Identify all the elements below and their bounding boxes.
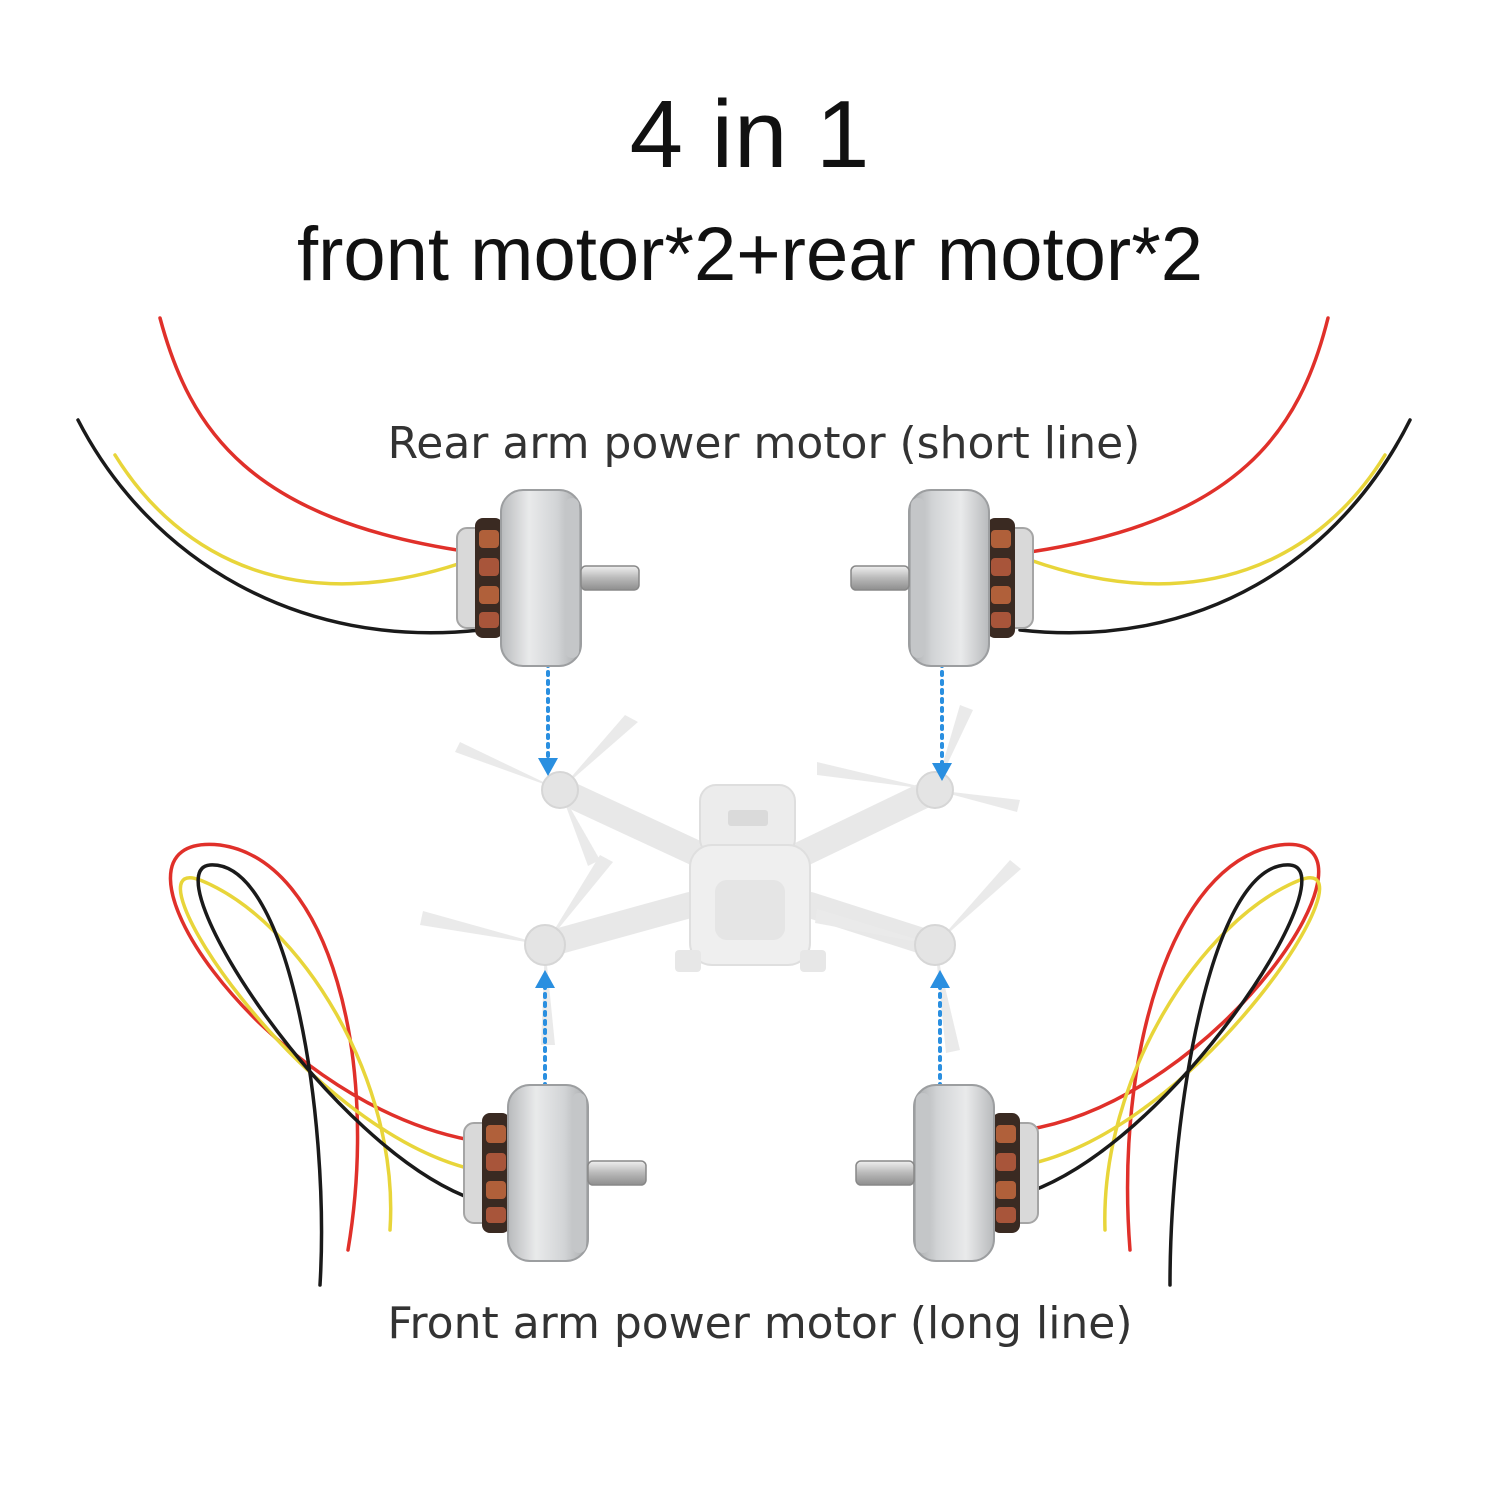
front-motor-label: Front arm power motor (long line) <box>387 1298 1133 1349</box>
front-left-wires-icon <box>168 842 477 1287</box>
rear-right-wires-icon <box>1018 316 1412 635</box>
rear-right-motor <box>850 316 1412 667</box>
headline: 4 in 1 <box>629 81 871 188</box>
front-right-wires-icon <box>1018 842 1322 1287</box>
front-right-motor <box>855 842 1322 1287</box>
rear-left-wires-icon <box>76 316 482 635</box>
rear-left-motor <box>76 316 640 667</box>
rear-motor-label: Rear arm power motor (short line) <box>387 418 1141 469</box>
drone-icon <box>420 705 1021 1053</box>
subheadline: front motor*2+rear motor*2 <box>296 212 1204 297</box>
front-left-motor <box>168 842 647 1287</box>
